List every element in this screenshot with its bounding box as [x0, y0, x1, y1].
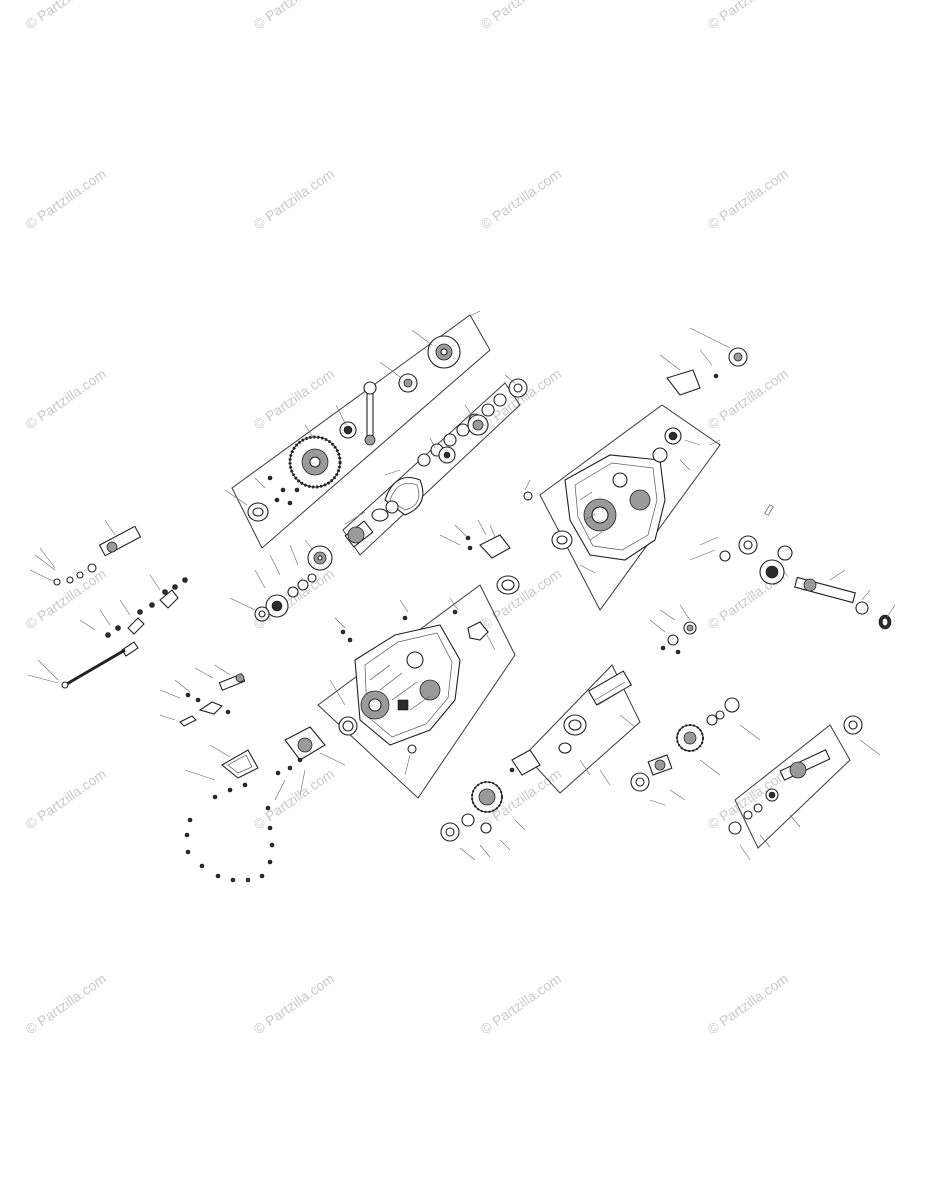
group-outline — [231, 314, 491, 549]
shift-fork-group — [27, 519, 188, 689]
watermark-text: © Partzilla.com — [478, 0, 564, 32]
washer-icon — [53, 563, 97, 586]
shaft-icon — [363, 381, 377, 446]
small-gear-cluster — [649, 604, 697, 655]
middle-shaft-group — [342, 374, 528, 556]
washer-icon — [254, 573, 317, 622]
watermark-text: © Partzilla.com — [251, 565, 337, 632]
washer-icon — [338, 716, 417, 754]
axle-group — [728, 715, 881, 861]
shaft-icon — [344, 500, 399, 548]
housing-icon — [728, 347, 748, 367]
watermark-text: © Partzilla.com — [23, 0, 109, 32]
watermark-text: © Partzilla.com — [705, 165, 791, 232]
shaft-icon — [647, 754, 673, 776]
left-gear-row — [229, 539, 333, 622]
watermark-text: © Partzilla.com — [23, 565, 109, 632]
lower-center-group — [511, 664, 641, 794]
bolt-icon — [184, 757, 303, 883]
group-outline — [524, 664, 641, 794]
watermark-layer: © Partzilla.com © Partzilla.com © Partzi… — [23, 0, 791, 1037]
center-housing-group — [317, 584, 516, 799]
shaft-icon — [98, 525, 142, 557]
gear-icon — [288, 435, 342, 489]
washer-icon — [247, 502, 269, 522]
gear-icon — [471, 781, 503, 813]
washer-icon — [440, 813, 492, 842]
bolt-icon — [267, 475, 300, 506]
lower-bracket-group — [184, 726, 346, 883]
housing-icon — [284, 726, 326, 761]
watermark-text: © Partzilla.com — [478, 970, 564, 1037]
gear-icon — [765, 788, 779, 802]
right-housing-group — [496, 404, 721, 611]
watermark-text: © Partzilla.com — [251, 970, 337, 1037]
housing-icon — [564, 454, 666, 561]
bolt-icon — [340, 609, 458, 643]
gear-icon — [438, 414, 489, 464]
watermark-text: © Partzilla.com — [251, 365, 337, 432]
watermark-text: © Partzilla.com — [251, 0, 337, 32]
gear-icon — [676, 724, 704, 752]
bolt-icon — [105, 577, 188, 638]
lower-gear-group — [440, 767, 526, 861]
watermark-text: © Partzilla.com — [478, 165, 564, 232]
watermark-text: © Partzilla.com — [478, 565, 564, 632]
gasket-icon — [467, 621, 489, 641]
gasket-icon — [511, 749, 541, 776]
washer-icon — [630, 697, 740, 792]
upper-gear-group — [224, 310, 491, 549]
bracket-icon — [666, 369, 701, 396]
fork-bracket-group — [439, 519, 511, 559]
linkage-group — [159, 664, 246, 727]
bracket-icon — [221, 749, 259, 779]
bracket-icon — [179, 701, 223, 727]
shaft-icon — [779, 749, 831, 781]
watermark-text: © Partzilla.com — [23, 970, 109, 1037]
group-outline — [734, 724, 851, 849]
shift-fork-icon — [121, 589, 179, 657]
watermark-text: © Partzilla.com — [705, 765, 791, 832]
washer-icon — [496, 427, 682, 595]
shaft-icon — [218, 673, 246, 691]
housing-icon — [427, 335, 461, 369]
gear-icon — [759, 559, 785, 585]
shaft-icon — [587, 670, 633, 706]
group-outline — [539, 404, 721, 611]
shaft-icon — [61, 648, 126, 689]
washer-icon — [558, 714, 587, 754]
housing-icon — [354, 624, 461, 746]
gear-icon — [307, 545, 333, 571]
bracket-icon — [479, 534, 511, 559]
watermark-text: © Partzilla.com — [705, 0, 791, 32]
watermark-text: © Partzilla.com — [251, 765, 337, 832]
group-outline — [317, 584, 516, 799]
gear-icon — [265, 594, 289, 618]
shaft-icon — [794, 576, 856, 604]
watermark-text: © Partzilla.com — [478, 365, 564, 432]
output-shaft-group — [689, 504, 896, 630]
washer-icon — [728, 715, 863, 835]
watermark-text: © Partzilla.com — [23, 165, 109, 232]
bolt-icon — [185, 692, 231, 715]
washer-icon — [719, 535, 892, 630]
watermark-text: © Partzilla.com — [251, 165, 337, 232]
gear-icon — [339, 373, 418, 439]
top-right-bracket-group — [659, 327, 748, 396]
watermark-text: © Partzilla.com — [705, 970, 791, 1037]
right-lower-gear-group — [630, 697, 761, 806]
watermark-text: © Partzilla.com — [23, 765, 109, 832]
watermark-text: © Partzilla.com — [23, 365, 109, 432]
